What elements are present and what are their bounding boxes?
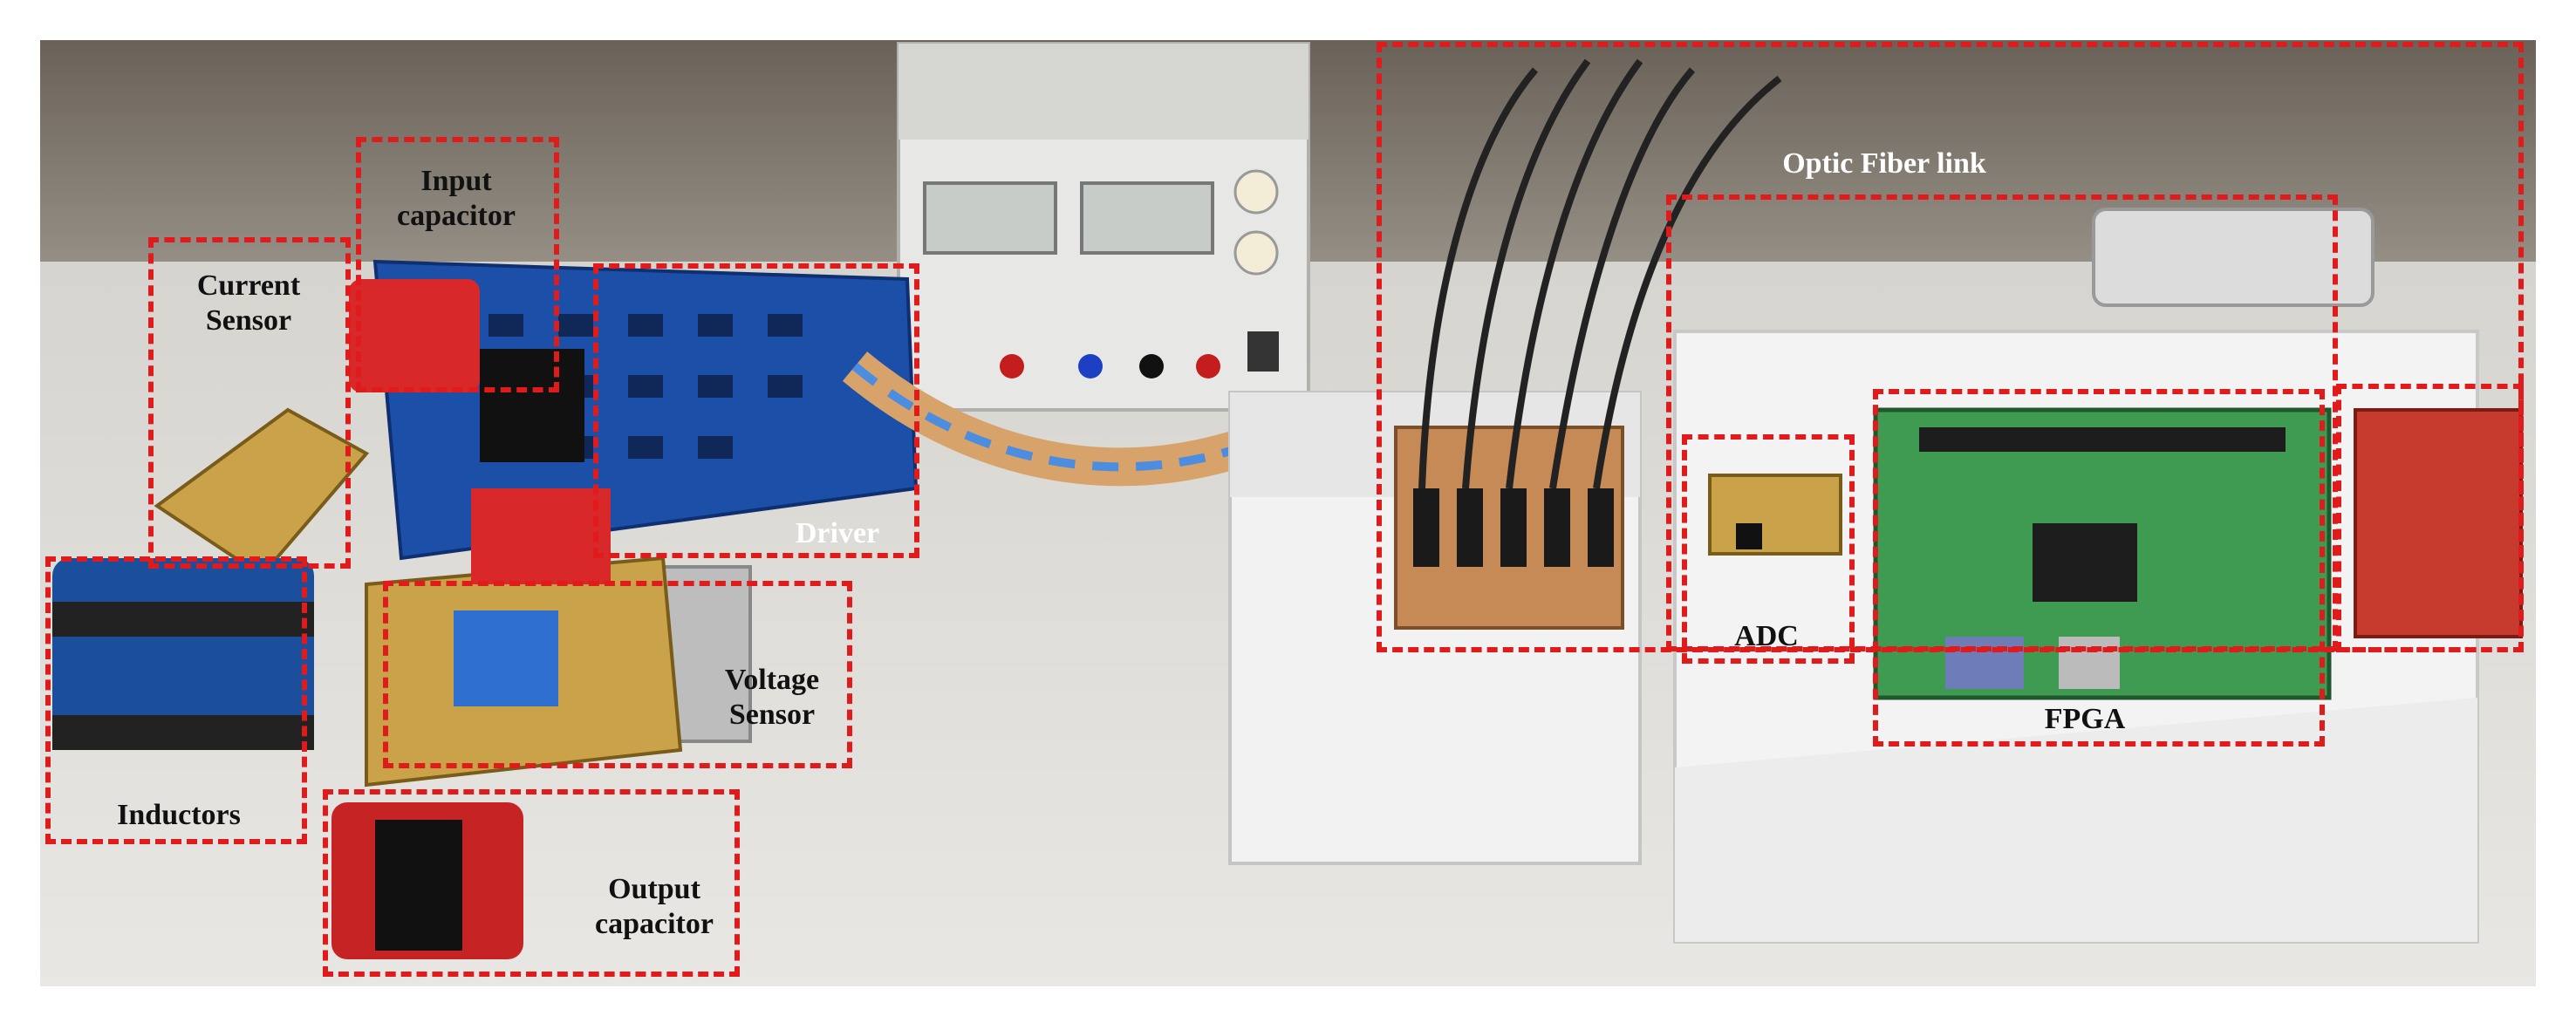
current-sensor-board: [154, 407, 370, 578]
label-current-sensor-line1: Current: [196, 269, 301, 302]
label-fpga: FPGA: [2044, 703, 2126, 735]
fiber-connectors: [1413, 488, 1614, 567]
power-adapter: [2092, 208, 2374, 307]
label-optic-fiber-link: Optic Fiber link: [1782, 147, 1986, 180]
label-driver: Driver: [795, 517, 880, 549]
fpga-box: [1873, 389, 2325, 747]
adc-box: [1682, 434, 1855, 664]
label-input-capacitor-line2: capacitor: [397, 200, 516, 232]
label-adc: ADC: [1734, 620, 1799, 652]
input-capacitor-box: [356, 137, 559, 392]
label-voltage-sensor-line1: Voltage: [724, 664, 820, 696]
label-current-sensor: Current Sensor: [157, 269, 340, 338]
right-receiver-box: [2336, 384, 2524, 652]
output-capacitor-box: [323, 789, 740, 977]
label-input-capacitor: Input capacitor: [365, 164, 548, 234]
fpga-group-box: [1666, 194, 2338, 651]
optic-fibers: [1418, 58, 1782, 489]
label-input-capacitor-line1: Input: [420, 165, 492, 197]
adc-board: [1708, 474, 1842, 556]
label-current-sensor-line2: Sensor: [205, 304, 292, 337]
label-inductors: Inductors: [117, 799, 241, 831]
label-voltage-sensor-line2: Sensor: [728, 699, 816, 731]
label-output-capacitor-line1: Output: [608, 873, 700, 905]
label-output-capacitor: Output capacitor: [567, 872, 741, 942]
input-capacitor-body: [349, 279, 480, 392]
voltage-sensor-box: [383, 581, 852, 768]
power-supply: [897, 42, 1310, 412]
label-output-capacitor-line2: capacitor: [595, 908, 714, 940]
current-sensor-box: [148, 237, 351, 569]
label-voltage-sensor: Voltage Sensor: [698, 663, 846, 733]
inductors-box: [45, 556, 307, 844]
driver-box: [593, 263, 919, 558]
